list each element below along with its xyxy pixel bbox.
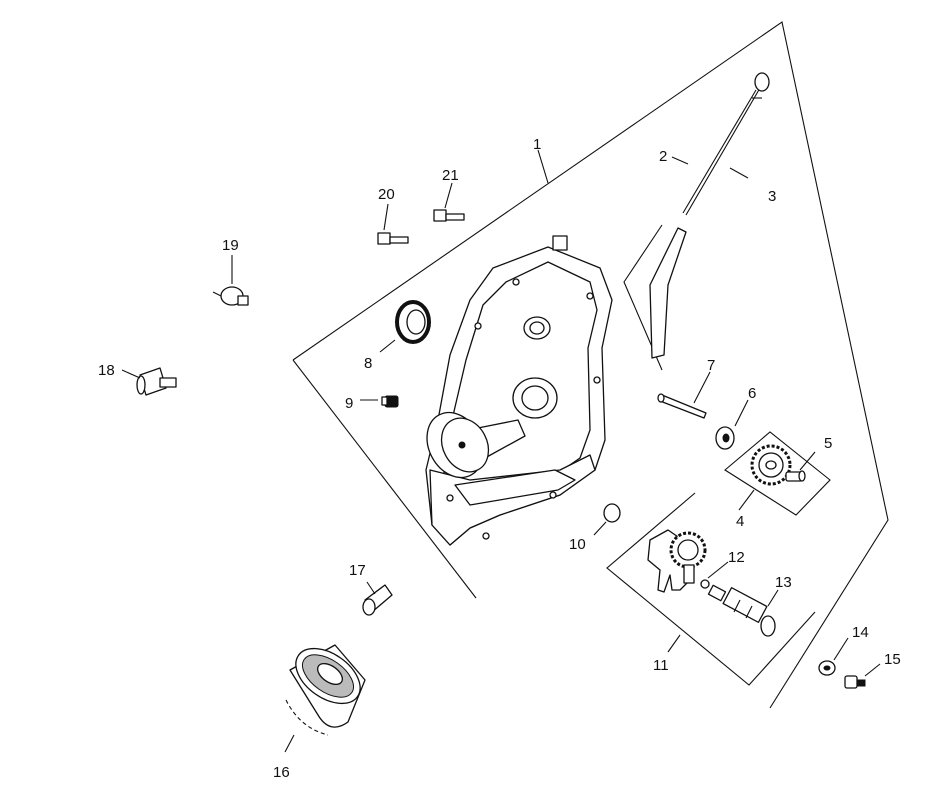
check-ball	[700, 579, 710, 589]
callout-15: 15	[884, 651, 901, 668]
filter-nipple	[362, 584, 393, 616]
flange-bolt-20	[377, 232, 409, 245]
shaft	[657, 393, 707, 419]
callout-1: 1	[533, 136, 541, 153]
callout-10: 10	[569, 536, 586, 553]
callout-6: 6	[748, 385, 756, 402]
dipstick-group-outline	[623, 224, 663, 371]
drain-bolt	[844, 675, 866, 689]
callout-13: 13	[775, 574, 792, 591]
callout-2: 2	[659, 148, 667, 165]
pressure-sensor	[212, 286, 249, 306]
leader-lines	[121, 149, 881, 753]
callout-3: 3	[768, 188, 776, 205]
callout-18: 18	[98, 362, 115, 379]
callout-17: 17	[349, 562, 366, 579]
callout-11: 11	[653, 657, 669, 674]
pump-rotor	[707, 584, 776, 637]
callout-7: 7	[707, 357, 715, 374]
elbow-fitting	[136, 367, 177, 396]
callout-20: 20	[378, 186, 395, 203]
oil-seal	[395, 300, 431, 344]
flange-bolt-21	[433, 209, 465, 222]
dipstick	[682, 72, 770, 216]
plug	[381, 395, 399, 408]
callout-5: 5	[824, 435, 832, 452]
gear-shaft	[785, 470, 806, 482]
callout-9: 9	[345, 395, 353, 412]
callout-12: 12	[728, 549, 745, 566]
callout-21: 21	[442, 167, 459, 184]
callout-19: 19	[222, 237, 239, 254]
dipstick-tube	[649, 227, 687, 359]
oil-pump-group-outline	[606, 492, 816, 686]
callout-labels: 1 2 3 4 5 6 7 8 9 10 11 12 13 14 15 16 1…	[98, 136, 901, 781]
oil-filter	[285, 644, 366, 736]
callout-16: 16	[273, 764, 290, 781]
gear-group-outline	[724, 431, 831, 516]
washer	[715, 426, 735, 450]
oil-pump-assembly	[647, 529, 707, 593]
crankcase-cover-group-outline	[292, 21, 889, 709]
callout-14: 14	[852, 624, 869, 641]
crankcase-cover	[425, 235, 613, 546]
callout-8: 8	[364, 355, 372, 372]
gear	[750, 444, 792, 486]
drain-washer	[818, 660, 836, 676]
callout-4: 4	[736, 513, 744, 530]
o-ring	[603, 503, 621, 523]
